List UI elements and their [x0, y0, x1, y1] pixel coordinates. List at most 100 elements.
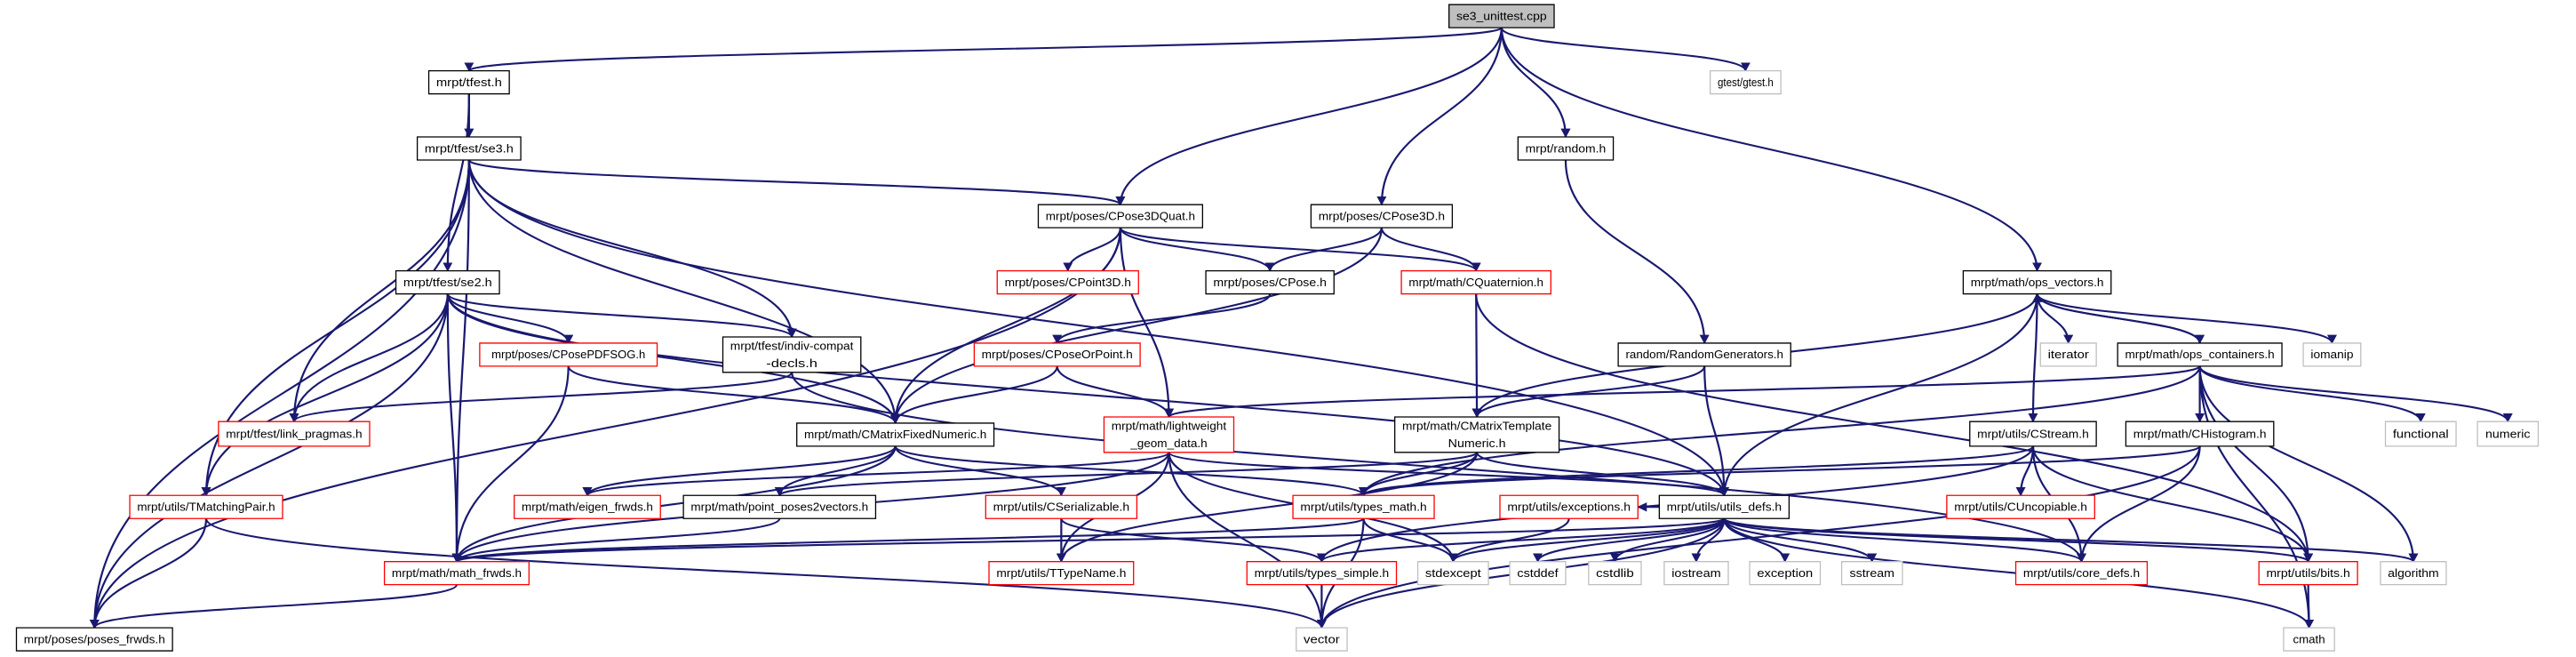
node-cstdlib[interactable]: cstdlib [1589, 562, 1641, 585]
node-cserializable[interactable]: mrpt/utils/CSerializable.h [985, 495, 1136, 518]
node-box [2259, 562, 2357, 585]
node-vector[interactable]: vector [1296, 628, 1347, 651]
node-indiv[interactable]: mrpt/tfest/indiv-compat -decls.h [722, 337, 860, 373]
node-box [722, 337, 860, 373]
node-label: mrpt/poses/CPoseOrPoint.h [982, 349, 1133, 361]
edge-cpose3d-to-cmatrixfixed [890, 228, 1383, 424]
node-label: mrpt/math/eigen_frwds.h [522, 501, 653, 513]
node-box [1247, 562, 1396, 585]
edge-cquaternion-to-cmatrixtemplate [1471, 293, 1482, 419]
node-exception[interactable]: exception [1750, 562, 1821, 585]
node-box [1947, 495, 2094, 518]
node-label: mrpt/random.h [1526, 142, 1607, 155]
node-label: mrpt/tfest/se3.h [425, 142, 514, 155]
node-chistogram[interactable]: mrpt/math/CHistogram.h [2125, 421, 2273, 446]
node-eigen[interactable]: mrpt/math/eigen_frwds.h [514, 495, 661, 518]
node-box [1664, 562, 1728, 585]
edge-ops-containers-to-numeric [2198, 365, 2513, 423]
node-label: functional [2393, 428, 2449, 440]
node-randomgenerators[interactable]: random/RandomGenerators.h [1618, 343, 1790, 366]
edge-se3-to-indiv [467, 159, 797, 339]
node-label: mrpt/utils/core_defs.h [2023, 566, 2140, 579]
node-label: -decls.h [766, 357, 817, 370]
node-label: mrpt/tfest/link_pragmas.h [226, 428, 362, 440]
node-cmatrixfixed[interactable]: mrpt/math/CMatrixFixedNumeric.h [797, 423, 994, 446]
node-ops-containers[interactable]: mrpt/math/ops_containers.h [2117, 343, 2282, 366]
edge-se3-to-poses-frwds [89, 159, 470, 629]
node-algorithm[interactable]: algorithm [2381, 562, 2446, 585]
node-utils-defs[interactable]: mrpt/utils/utils_defs.h [1659, 495, 1789, 518]
node-cstream[interactable]: mrpt/utils/CStream.h [1970, 421, 2096, 446]
node-cpose3dquat[interactable]: mrpt/poses/CPose3DQuat.h [1038, 204, 1202, 228]
node-label: mrpt/tfest/indiv-compat [730, 340, 854, 352]
node-box [2386, 421, 2457, 446]
node-se3[interactable]: mrpt/tfest/se3.h [418, 137, 521, 160]
node-label: mrpt/utils/CSerializable.h [993, 501, 1129, 513]
node-cposeorpoint[interactable]: mrpt/poses/CPoseOrPoint.h [974, 343, 1140, 366]
node-box [1038, 204, 1202, 228]
edge-utils-defs-to-math-frwds [451, 517, 1726, 563]
edge-ops-vectors-to-iomanip [2036, 293, 2337, 344]
node-cpose3d[interactable]: mrpt/poses/CPose3D.h [1311, 204, 1452, 228]
node-box [130, 495, 283, 518]
edge-ops-containers-to-types-math [1359, 365, 2201, 497]
node-sstream[interactable]: sstream [1842, 562, 1902, 585]
edge-ops-vectors-to-utils-defs [1719, 293, 2038, 497]
node-box [1518, 137, 1613, 160]
node-box [16, 628, 172, 651]
node-box [514, 495, 661, 518]
node-se2[interactable]: mrpt/tfest/se2.h [396, 271, 499, 294]
node-gtest[interactable]: gtest/gtest.h [1711, 71, 1782, 94]
node-functional[interactable]: functional [2386, 421, 2457, 446]
node-box [1510, 562, 1566, 585]
node-lightweight[interactable]: mrpt/math/lightweight_geom_data.h [1104, 417, 1233, 453]
node-ops-vectors[interactable]: mrpt/math/ops_vectors.h [1963, 271, 2110, 294]
node-box [219, 421, 370, 446]
edge-cmatrixtemplate-to-types-math [1359, 452, 1479, 497]
node-poses-frwds[interactable]: mrpt/poses/poses_frwds.h [16, 628, 172, 651]
node-iostream[interactable]: iostream [1664, 562, 1728, 585]
node-bits[interactable]: mrpt/utils/bits.h [2259, 562, 2357, 585]
edge-utils-defs-to-bits [1723, 517, 2313, 563]
node-cstddef[interactable]: cstddef [1510, 562, 1566, 585]
edge-se2-to-tmatchingpair [201, 293, 449, 497]
node-cuncopiable[interactable]: mrpt/utils/CUncopiable.h [1947, 495, 2094, 518]
node-label: mrpt/utils/utils_defs.h [1667, 501, 1782, 513]
node-cmath[interactable]: cmath [2284, 628, 2334, 651]
node-label: iomanip [2310, 349, 2353, 361]
node-stdexcept[interactable]: stdexcept [1418, 562, 1489, 585]
node-core-defs[interactable]: mrpt/utils/core_defs.h [2016, 562, 2148, 585]
node-cquaternion[interactable]: mrpt/math/CQuaternion.h [1401, 271, 1551, 294]
edge-types-math-to-stdexcept [1362, 518, 1458, 563]
node-types-math[interactable]: mrpt/utils/types_math.h [1293, 495, 1434, 518]
node-tmatchingpair[interactable]: mrpt/utils/TMatchingPair.h [130, 495, 283, 518]
node-label: mrpt/utils/exceptions.h [1507, 501, 1631, 513]
edge-utils-defs-to-types-simple [1317, 517, 1726, 563]
node-point-poses[interactable]: mrpt/math/point_poses2vectors.h [683, 495, 875, 518]
node-label: mrpt/utils/CStream.h [1977, 428, 2089, 440]
node-label: mrpt/utils/types_math.h [1300, 501, 1426, 513]
edge-se2-to-poses-frwds [89, 293, 449, 629]
node-exceptions[interactable]: mrpt/utils/exceptions.h [1500, 495, 1638, 518]
nodes: se3_unittest.cpp mrpt/tfest.h gtest/gtest.… [16, 4, 2538, 651]
node-types-simple[interactable]: mrpt/utils/types_simple.h [1247, 562, 1396, 585]
node-cpoint3d[interactable]: mrpt/poses/CPoint3D.h [997, 271, 1138, 294]
node-cposepdfsog[interactable]: mrpt/poses/CPosePDFSOG.h [480, 343, 658, 366]
node-iterator[interactable]: iterator [2040, 343, 2096, 366]
node-iomanip[interactable]: iomanip [2303, 343, 2361, 366]
node-link-pragmas[interactable]: mrpt/tfest/link_pragmas.h [219, 421, 370, 446]
node-ttypename[interactable]: mrpt/utils/TTypeName.h [989, 562, 1134, 585]
node-root[interactable]: se3_unittest.cpp [1449, 4, 1554, 28]
node-math-frwds[interactable]: mrpt/math/math_frwds.h [385, 562, 530, 585]
node-label: mrpt/math/CMatrixTemplate [1402, 420, 1551, 432]
node-numeric[interactable]: numeric [2477, 421, 2538, 446]
node-random[interactable]: mrpt/random.h [1518, 137, 1613, 160]
node-label: se3_unittest.cpp [1456, 10, 1547, 22]
node-label: mrpt/poses/CPose3DQuat.h [1046, 210, 1195, 222]
edge-cmatrixtemplate-to-utils-defs [1476, 452, 1729, 497]
edge-se3-to-cmatrixfixed [467, 159, 901, 424]
node-tfest[interactable]: mrpt/tfest.h [429, 71, 510, 94]
node-cpose[interactable]: mrpt/poses/CPose.h [1206, 271, 1334, 294]
